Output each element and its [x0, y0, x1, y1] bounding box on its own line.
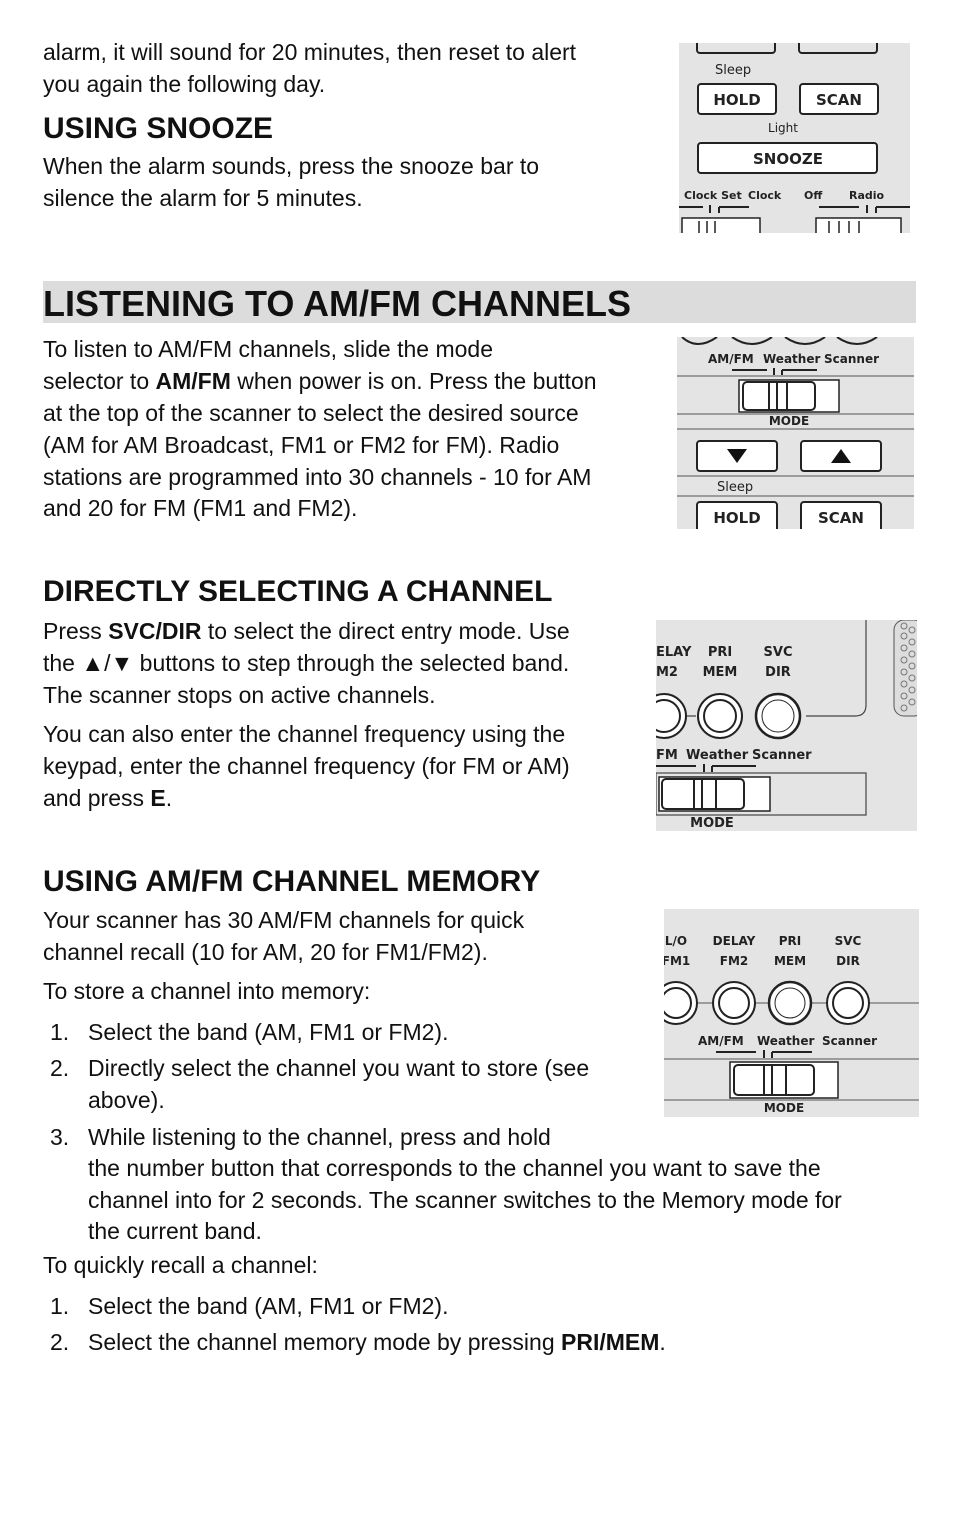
dir-label-2: DIR	[836, 954, 860, 968]
direct-text-line-1: Press SVC/DIR to select the direct entry…	[43, 618, 570, 644]
snooze-panel-figure: Sleep HOLD SCAN Light SNOOZE Clock Set C…	[679, 43, 910, 233]
weather-label: Weather	[763, 352, 820, 366]
amfm-label-2: AM/FM	[698, 1034, 744, 1048]
listening-heading: LISTENING TO AM/FM CHANNELS	[43, 283, 631, 324]
scan-button-2	[800, 501, 882, 529]
primem-bold: PRI/MEM	[561, 1329, 660, 1355]
memory-heading: USING AM/FM CHANNEL MEMORY	[43, 865, 541, 898]
delay-label: ELAY	[656, 645, 692, 660]
e-key-bold: E	[150, 785, 166, 811]
store-intro: To store a channel into memory:	[43, 978, 371, 1004]
radio-label: Radio	[849, 189, 885, 202]
listening-text-line-2: selector to AM/FM when power is on. Pres…	[43, 368, 597, 394]
mode-label: MODE	[769, 414, 809, 428]
direct-text-line-3: The scanner stops on active channels.	[43, 682, 436, 708]
memory-text-line-2: channel recall (10 for AM, 20 for FM1/FM…	[43, 939, 488, 965]
direct-text-line-2: the ▲/▼ buttons to step through the sele…	[43, 650, 570, 676]
alarm-text-line-1: alarm, it will sound for 20 minutes, the…	[43, 39, 577, 65]
sleep-label: Sleep	[715, 63, 751, 78]
direct-text-line-6: and press E.	[43, 785, 173, 811]
delay-label-2: DELAY	[713, 934, 756, 948]
listening-text-line-4: (AM for AM Broadcast, FM1 or FM2 for FM)…	[43, 432, 560, 458]
fm2-label-2: FM2	[720, 954, 749, 968]
listening-text-line-6: and 20 for FM (FM1 and FM2).	[43, 495, 358, 521]
fm2-label: M2	[656, 665, 678, 680]
direct-text-line-5: keypad, enter the channel frequency (for…	[43, 753, 570, 779]
scan-label: SCAN	[816, 91, 862, 109]
svc-dir-figure: ELAY M2 PRI MEM SVC DIR FM Weather Scann…	[656, 620, 917, 831]
listening-text-line-5: stations are programmed into 30 channels…	[43, 464, 592, 490]
scan-label-2: SCAN	[818, 509, 864, 527]
clock-label: Clock	[748, 189, 782, 202]
listening-text-line-3: at the top of the scanner to select the …	[43, 400, 579, 426]
recall-intro: To quickly recall a channel:	[43, 1252, 318, 1278]
off-label: Off	[804, 189, 822, 202]
snooze-text-line-1: When the alarm sounds, press the snooze …	[43, 153, 540, 179]
mode-label-2: MODE	[690, 816, 734, 831]
scanner-label-2: Scanner	[752, 748, 812, 763]
alarm-text-line-2: you again the following day.	[43, 71, 326, 97]
pri-label: PRI	[708, 645, 732, 660]
scan-button	[799, 83, 879, 115]
channel-memory-figure: L/O FM1 DELAY FM2 PRI MEM SVC DIR AM/FM …	[664, 909, 919, 1117]
weather-label-2: Weather	[686, 748, 749, 763]
svcdir-bold: SVC/DIR	[108, 618, 202, 644]
hold-label: HOLD	[713, 91, 760, 109]
snooze-text-line-2: silence the alarm for 5 minutes.	[43, 185, 363, 211]
direct-heading: DIRECTLY SELECTING A CHANNEL	[43, 575, 553, 608]
scanner-label: Scanner	[824, 352, 879, 366]
amfm-bold: AM/FM	[155, 368, 231, 394]
mode-label-3: MODE	[764, 1101, 804, 1115]
snooze-bar	[697, 142, 878, 174]
weather-label-3: Weather	[757, 1034, 814, 1048]
hold-label-2: HOLD	[713, 509, 760, 527]
fm-label: FM	[656, 748, 678, 763]
mem-label: MEM	[703, 665, 738, 680]
sleep-label-2: Sleep	[717, 480, 753, 495]
svc-label: SVC	[764, 645, 793, 660]
pri-label-2: PRI	[779, 934, 802, 948]
clock-set-label: Clock Set	[684, 189, 742, 202]
hold-button-2	[696, 501, 778, 529]
hold-button	[697, 83, 777, 115]
mem-label-2: MEM	[774, 954, 806, 968]
amfm-label: AM/FM	[708, 352, 754, 366]
snooze-label: SNOOZE	[753, 150, 823, 168]
listening-text-line-1: To listen to AM/FM channels, slide the m…	[43, 336, 493, 362]
mode-selector-figure: AM/FM Weather Scanner MODE Sleep HOLD SC…	[677, 337, 914, 529]
scanner-label-3: Scanner	[822, 1034, 877, 1048]
light-label: Light	[768, 121, 798, 135]
listening-banner: LISTENING TO AM/FM CHANNELS	[43, 281, 916, 324]
memory-text-line-1: Your scanner has 30 AM/FM channels for q…	[43, 907, 525, 933]
fm1-label: FM1	[664, 954, 690, 968]
down-arrow-icon	[727, 449, 747, 463]
lo-label: L/O	[665, 934, 687, 948]
up-arrow-icon	[831, 449, 851, 463]
snooze-heading: USING SNOOZE	[43, 112, 274, 145]
direct-text-line-4: You can also enter the channel frequency…	[43, 721, 566, 747]
svc-label-2: SVC	[835, 934, 862, 948]
dir-label: DIR	[765, 665, 791, 680]
